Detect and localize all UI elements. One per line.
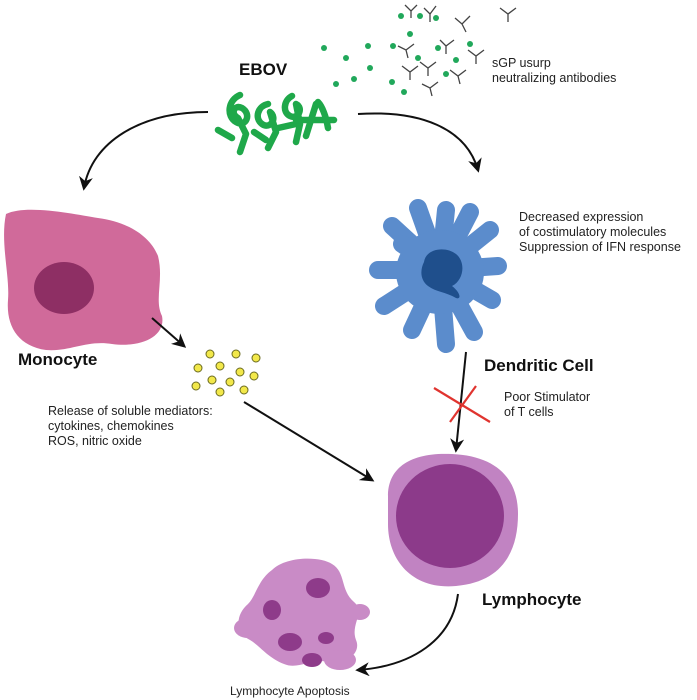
arrow-monocyte-to-mediators: [151, 317, 187, 348]
arrow-ebov-to-monocyte: [79, 111, 209, 191]
ebov-label: EBOV: [239, 60, 288, 79]
dendritic-cell-label: Dendritic Cell: [484, 356, 594, 375]
arrow-ebov-to-dendritic: [357, 112, 482, 173]
sgp-label-line-2: neutralizing antibodies: [492, 71, 617, 85]
ebov-virus-icon: [214, 91, 338, 156]
stimulator-label-line-1: Poor Stimulator: [504, 390, 591, 404]
mediators-label-line-3: ROS, nitric oxide: [48, 434, 142, 448]
sgp-label: sGP usurp neutralizing antibodies: [492, 56, 616, 86]
blocked-stimulation-icon: [433, 385, 491, 423]
sgp-particles: [321, 13, 473, 95]
mediators-label: Release of soluble mediators: cytokines,…: [48, 404, 213, 449]
mediators-label-line-1: Release of soluble mediators:: [48, 404, 213, 418]
mediators-label-line-2: cytokines, chemokines: [48, 419, 174, 433]
stimulator-label: Poor Stimulator of T cells: [504, 390, 590, 420]
monocyte-label: Monocyte: [18, 350, 98, 369]
arrow-mediators-to-lymphocyte: [243, 401, 375, 482]
pathway-arrows: [79, 111, 482, 677]
arrow-dendritic-to-lymphocyte: [450, 351, 467, 453]
arrow-lymphocyte-to-apoptosis: [355, 593, 459, 677]
apoptotic-lymphocyte-icon: [234, 558, 370, 670]
dendritic-cell-icon: [369, 199, 507, 353]
dendritic-effects-line-3: Suppression of IFN response: [519, 240, 681, 254]
stimulator-label-line-2: of T cells: [504, 405, 554, 419]
apoptosis-label: Lymphocyte Apoptosis: [230, 684, 350, 698]
dendritic-effects-label: Decreased expression of costimulatory mo…: [519, 210, 697, 255]
dendritic-effects-line-2: of costimulatory molecules: [519, 225, 667, 239]
dendritic-effects-line-1: Decreased expression: [519, 210, 644, 224]
lymphocyte-cell-icon: [388, 453, 518, 587]
sgp-label-line-1: sGP usurp: [492, 56, 551, 70]
soluble-mediators-dots: [191, 349, 261, 397]
monocyte-cell-icon: [4, 209, 163, 351]
antibodies: [397, 4, 517, 97]
lymphocyte-label: Lymphocyte: [482, 590, 582, 609]
